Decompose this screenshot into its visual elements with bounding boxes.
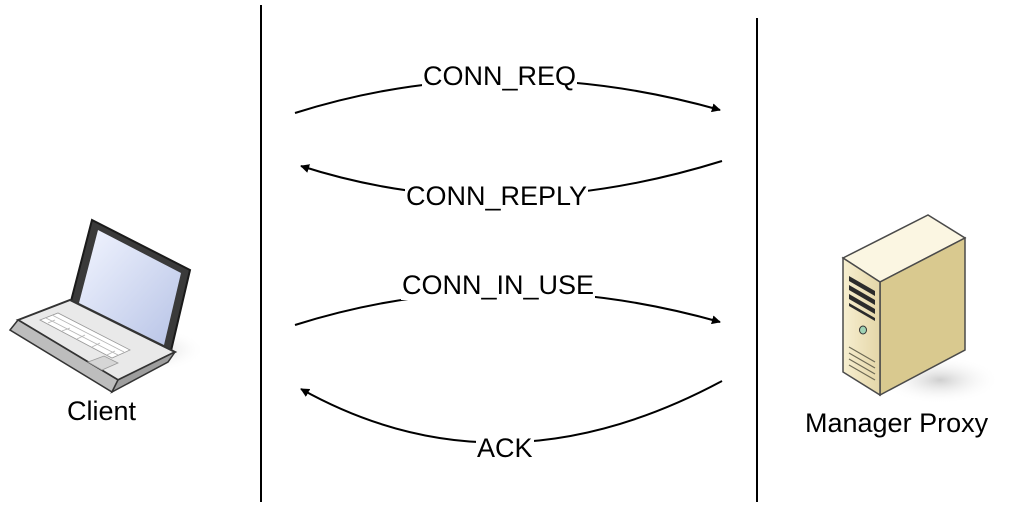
- server-tower-icon: [841, 214, 1000, 404]
- message-label-conn-in-use: CONN_IN_USE: [401, 270, 596, 300]
- message-label-ack: ACK: [476, 433, 534, 463]
- message-label-conn-req: CONN_REQ: [422, 61, 578, 91]
- proxy-label: Manager Proxy: [805, 408, 989, 438]
- message-label-conn-reply: CONN_REPLY: [405, 181, 589, 211]
- client-label: Client: [67, 396, 137, 426]
- laptop-icon: [8, 218, 205, 394]
